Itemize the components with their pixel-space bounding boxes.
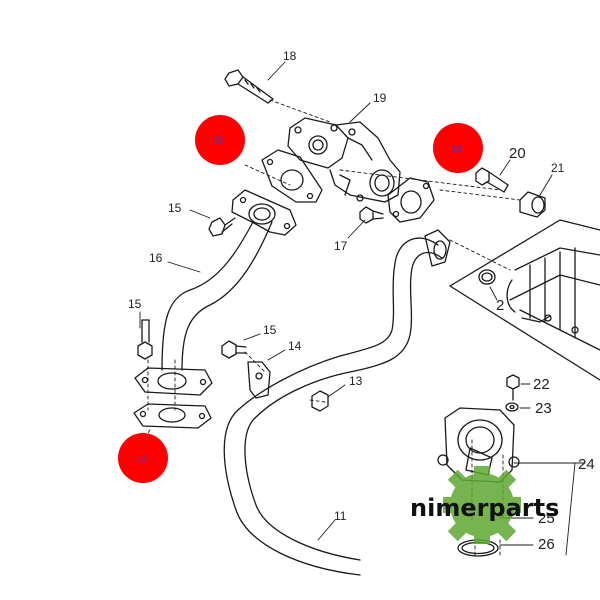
leader-lines: [139, 61, 586, 556]
label-14: 14: [288, 339, 302, 353]
callout-markers: 12 12 12: [118, 115, 483, 483]
part-20-bolt: [475, 167, 509, 193]
part-21-spacer: [519, 191, 546, 218]
callout-label: 12: [137, 454, 147, 464]
part-gasket-right: [387, 177, 435, 223]
nimerparts-watermark: nimerparts: [410, 466, 559, 544]
label-13: 13: [349, 374, 363, 388]
label-26: 26: [538, 536, 555, 553]
part-gasket-upper: [261, 149, 323, 203]
callout-marker-top-right[interactable]: 12: [433, 123, 483, 173]
label-17: 17: [334, 239, 348, 253]
label-20: 20: [509, 145, 526, 162]
callout-marker-bottom-left[interactable]: 12: [118, 433, 168, 483]
label-24: 24: [578, 456, 595, 473]
label-16: 16: [149, 251, 163, 265]
callout-dot: [118, 433, 168, 483]
label-18: 18: [283, 49, 297, 63]
callout-marker-top-left[interactable]: 12: [195, 115, 245, 165]
label-15-left: 15: [128, 297, 142, 311]
part-15-bolt-left: [137, 319, 153, 360]
label-11: 11: [334, 509, 347, 523]
label-19: 19: [373, 91, 387, 105]
part-11-cooler-pipe: [223, 229, 451, 576]
part-15-bolt-center: [221, 340, 247, 359]
part-14-bracket: [247, 361, 271, 399]
callout-label: 12: [214, 135, 224, 145]
label-2: 2: [496, 297, 504, 314]
brand-wordmark: nimerparts: [410, 494, 559, 522]
part-23-washer: [505, 402, 519, 412]
label-15-center: 15: [263, 323, 277, 337]
part-22-bolt: [506, 374, 520, 401]
label-21: 21: [551, 161, 565, 175]
part-19-valve-housing: [287, 117, 401, 203]
part-2-o-ring: [478, 269, 496, 285]
gear-icon: [443, 466, 521, 544]
part-gasket-lower: [133, 403, 212, 429]
part-13-nut: [311, 390, 329, 412]
label-23: 23: [535, 400, 552, 417]
callout-label: 12: [452, 144, 462, 154]
part-18-bolt: [224, 69, 274, 104]
part-number-labels: 18 19 20 21 15 16 17 15 15 14 13 11 2 22…: [128, 49, 595, 553]
egr-cooler-panel: [449, 219, 600, 381]
label-15-upper: 15: [168, 201, 182, 215]
callout-dot: [195, 115, 245, 165]
label-22: 22: [533, 376, 550, 393]
label-25: 25: [538, 510, 555, 527]
callout-dot: [433, 123, 483, 173]
part-16-egr-pipe: [134, 189, 297, 396]
part-17-bolt: [359, 206, 384, 224]
part-15-bolt-upper: [208, 217, 236, 237]
